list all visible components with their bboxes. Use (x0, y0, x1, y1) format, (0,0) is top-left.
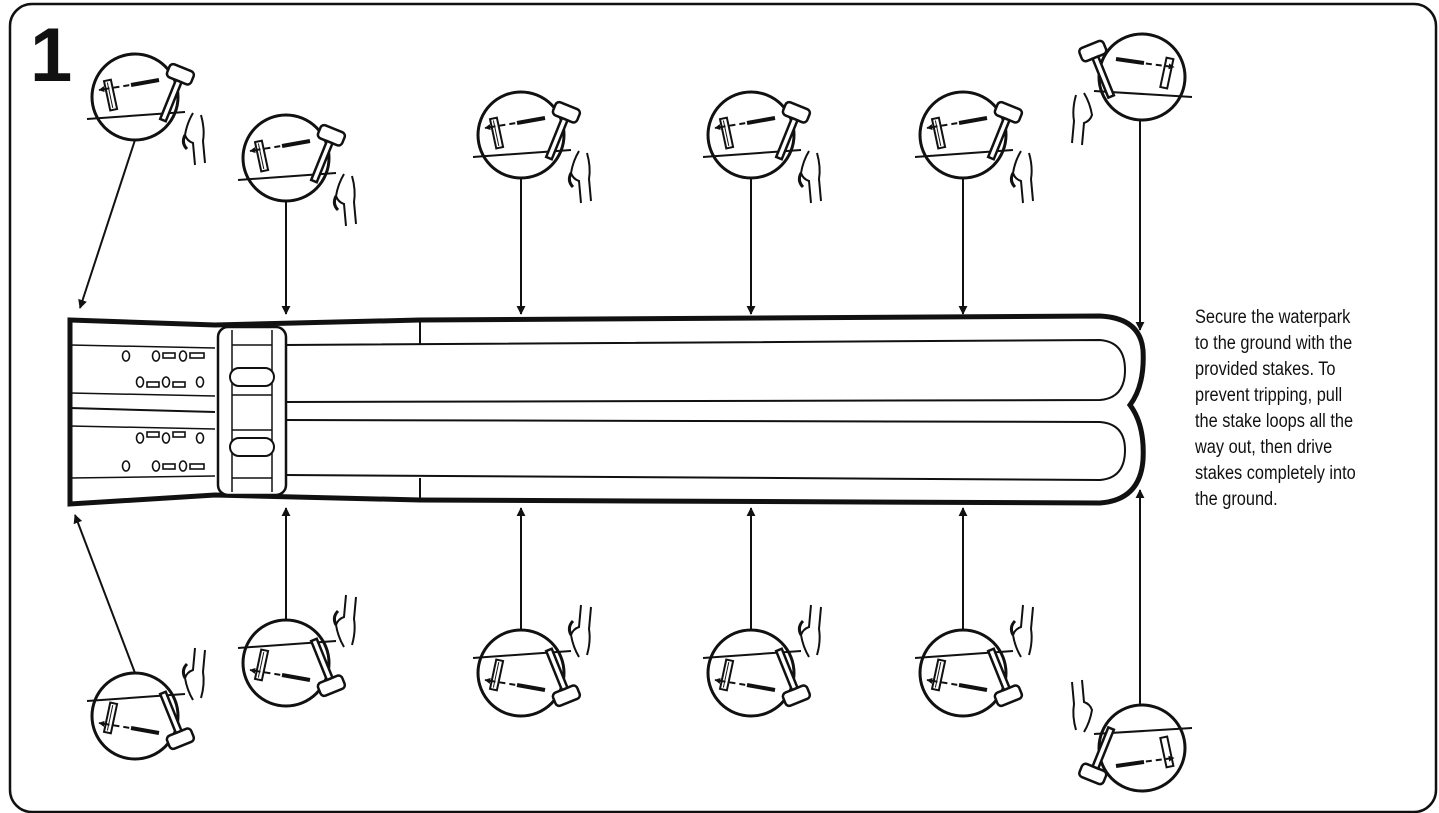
waterpark-slide (67, 313, 1146, 507)
arrow (78, 139, 136, 309)
hammer-stake-callout (703, 92, 821, 203)
hammer-stake-callout (915, 605, 1033, 716)
panel-border (8, 2, 1438, 813)
hammer-stake-callout (915, 92, 1033, 203)
step-number: 1 (30, 13, 73, 98)
hammer-stake-callout (238, 595, 356, 706)
instructions-line: Secure the waterpark (1195, 307, 1351, 328)
instructions-line: stakes completely into (1195, 463, 1356, 484)
instructions-line: prevent tripping, pull (1195, 385, 1343, 406)
stake-arrows (73, 120, 1145, 705)
instructions-line: the stake loops all the (1195, 411, 1354, 432)
arrow (73, 514, 136, 674)
hammer-stake-callout (87, 54, 205, 165)
hammer-stake-callout (1072, 34, 1192, 145)
instructions-text: Secure the waterpark to the ground with … (1195, 305, 1401, 513)
instructions-line: the ground. (1195, 489, 1278, 510)
hammer-stake-callout (238, 115, 356, 226)
hammer-stake-callout (87, 648, 205, 759)
hammer-stake-callout (703, 605, 821, 716)
hammer-stake-callout (473, 605, 591, 716)
instructions-line: provided stakes. To (1195, 359, 1336, 380)
hammer-stake-callout (473, 92, 591, 203)
hammer-stake-callout (1072, 680, 1192, 791)
instructions-line: way out, then drive (1195, 437, 1333, 458)
instructions-line: to the ground with the (1195, 333, 1353, 354)
